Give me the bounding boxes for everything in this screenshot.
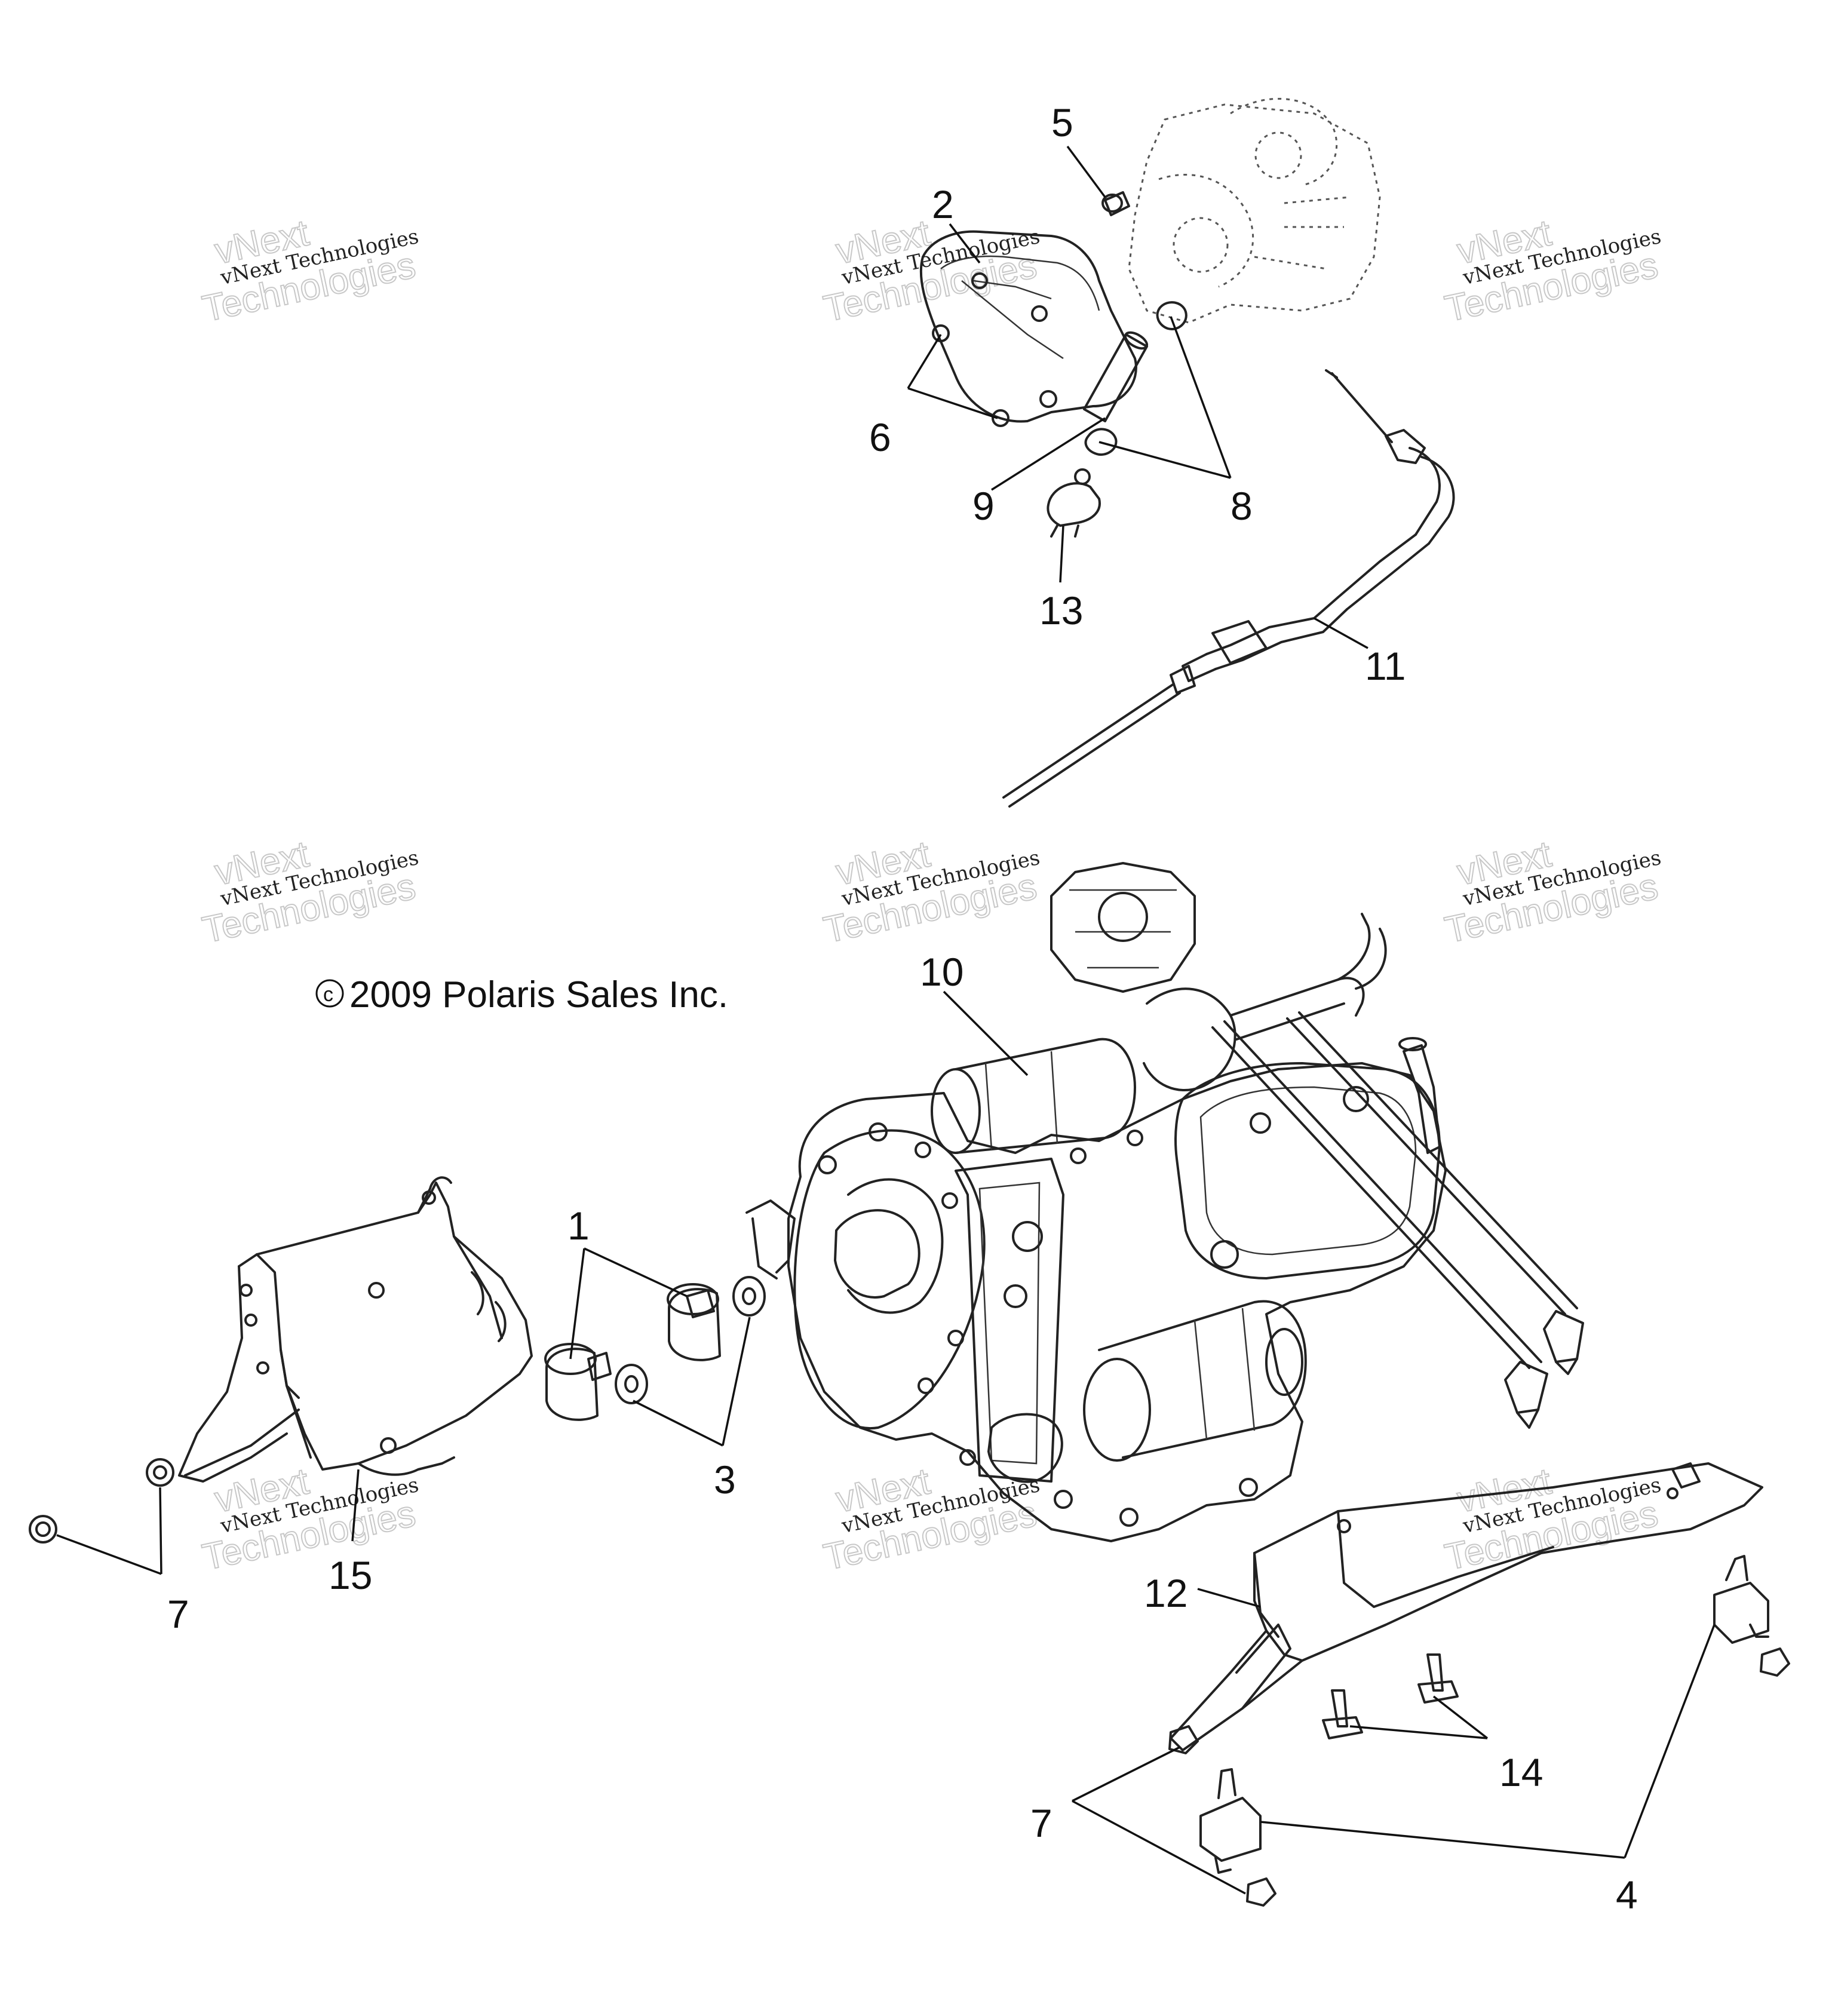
callout-8: 8 <box>1231 484 1253 528</box>
callout-7-left: 7 <box>167 1592 189 1636</box>
leader-lines <box>56 145 1716 1895</box>
watermark-6: vNext vNext Technologies Technologies <box>1441 833 1663 952</box>
callout-7-right: 7 <box>1030 1801 1052 1845</box>
watermark-1: vNext vNext Technologies Technologies <box>198 211 421 330</box>
watermark-3: vNext vNext Technologies Technologies <box>1441 211 1663 330</box>
callout-13: 13 <box>1039 588 1083 633</box>
part-9-hose <box>1083 331 1149 422</box>
callout-3: 3 <box>714 1457 736 1502</box>
callout-10: 10 <box>920 950 963 994</box>
part-6-bolts <box>932 272 1057 427</box>
watermarks: vNext vNext Technologies Technologies vN… <box>198 211 1663 1579</box>
part-14-bolts <box>1322 1653 1459 1739</box>
callouts: 5 2 6 9 8 13 11 10 1 3 15 7 12 14 7 4 <box>167 100 1638 1917</box>
part-10-engine <box>745 862 1584 1542</box>
watermark-4: vNext vNext Technologies Technologies <box>198 833 421 952</box>
part-12-bracket <box>1170 1462 1763 1751</box>
part-1-mounts <box>544 1283 721 1421</box>
callout-12: 12 <box>1144 1571 1187 1615</box>
callout-5: 5 <box>1051 100 1073 145</box>
watermark-9: vNext vNext Technologies Technologies <box>1441 1460 1663 1579</box>
callout-1: 1 <box>567 1204 590 1248</box>
watermark-8: vNext vNext Technologies Technologies <box>820 1460 1042 1579</box>
callout-14: 14 <box>1499 1750 1543 1794</box>
watermark-5: vNext vNext Technologies Technologies <box>820 833 1042 952</box>
part-2-cover <box>919 230 1137 423</box>
watermark-7: vNext vNext Technologies Technologies <box>198 1460 421 1579</box>
callout-2: 2 <box>932 182 954 226</box>
part-15-bracket <box>178 1176 533 1483</box>
part-8-clamps <box>1084 301 1187 456</box>
copyright-symbol: c <box>323 983 333 1006</box>
part-7-nuts-left <box>29 1458 174 1544</box>
callout-9: 9 <box>972 484 995 528</box>
copyright-text: 2009 Polaris Sales Inc. <box>349 974 728 1015</box>
copyright-notice: c 2009 Polaris Sales Inc. <box>315 974 728 1015</box>
callout-11: 11 <box>1365 644 1406 688</box>
part-13-sensor <box>1047 468 1101 538</box>
callout-6: 6 <box>869 415 891 459</box>
part-7-nuts-right <box>1168 1647 1790 1907</box>
part-3-washers <box>615 1276 766 1404</box>
part-11-cable <box>1002 369 1455 808</box>
part-5-plug <box>1101 191 1130 216</box>
callout-4: 4 <box>1616 1873 1638 1917</box>
reference-engine-outline <box>1128 97 1381 324</box>
callout-15: 15 <box>329 1553 372 1597</box>
